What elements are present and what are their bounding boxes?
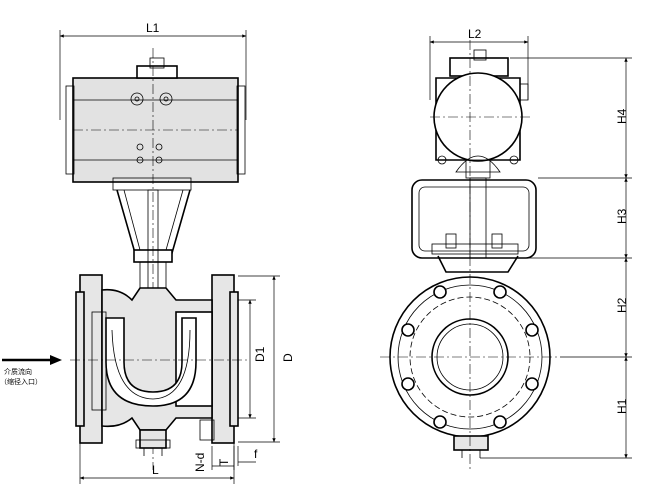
side-view: L2 H4 H3 H2 H1	[380, 27, 632, 470]
side-bracket	[411, 177, 537, 273]
flow-note-line1: 介质流向	[4, 367, 32, 376]
dim-D1: D1	[253, 346, 267, 362]
side-actuator	[430, 49, 530, 179]
dim-H4: H4	[615, 108, 629, 124]
side-flange	[380, 40, 560, 470]
dim-H3: H3	[615, 208, 629, 224]
front-bracket	[112, 177, 192, 263]
dim-T: T	[217, 458, 231, 466]
dim-L2: L2	[468, 27, 482, 41]
front-actuator	[65, 57, 246, 183]
dim-H2: H2	[615, 297, 629, 313]
dim-L: L	[152, 463, 159, 477]
front-dimensions: L1 L T f N-d	[59, 21, 280, 484]
front-valve-body	[70, 274, 250, 456]
dim-f: f	[254, 447, 258, 461]
dim-H1: H1	[615, 398, 629, 414]
flow-direction: 介质流向 （缩径入口）	[0, 355, 62, 386]
dim-N-d: N-d	[193, 453, 207, 472]
dim-L1: L1	[146, 21, 160, 35]
front-view: L1 L T f N-d D1 D	[0, 21, 295, 484]
flow-note-line2: （缩径入口）	[0, 377, 42, 386]
side-dimensions: L2	[429, 27, 632, 459]
dim-D: D	[281, 353, 295, 362]
